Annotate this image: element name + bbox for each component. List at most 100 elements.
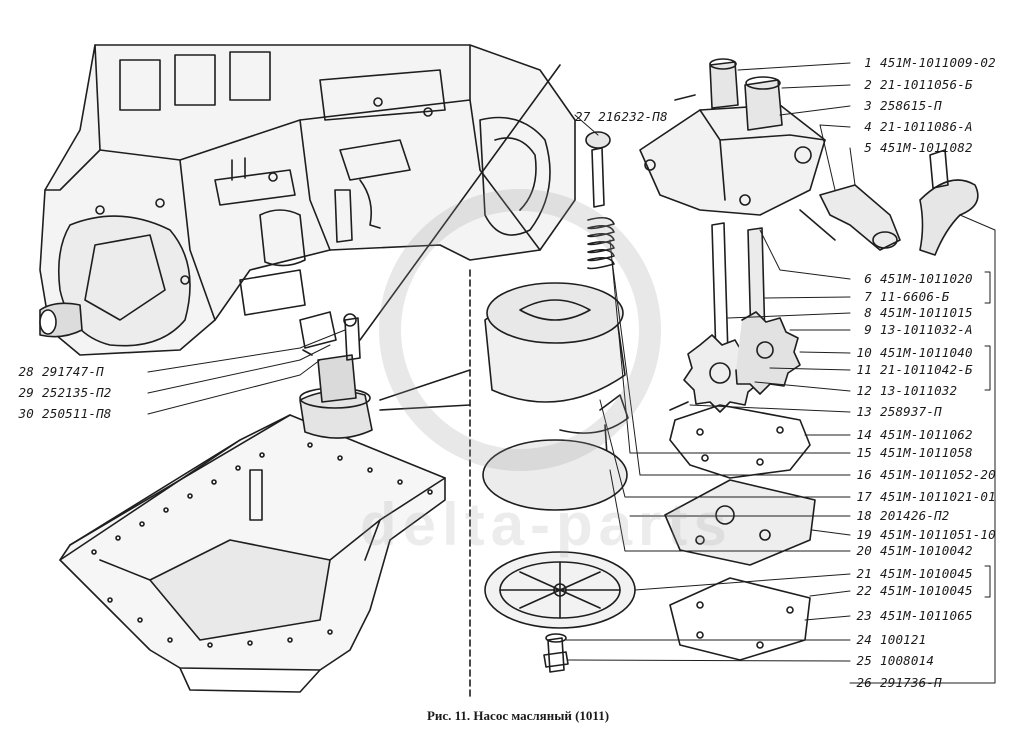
- callout-1-num: 1: [864, 55, 872, 70]
- callout-26-code: 291736-П: [880, 675, 942, 690]
- callout-16-num: 16: [856, 467, 872, 482]
- callout-20-num: 20: [856, 543, 872, 558]
- detail-pointer-lines: [379, 369, 471, 411]
- callout-2: 2 21-1011056-Б: [850, 78, 973, 92]
- watermark-text: delta-parts: [360, 491, 733, 558]
- callout-27-code: 216232-П8: [598, 109, 668, 124]
- callout-6-num: 6: [864, 271, 872, 286]
- callout-18: 18 201426-П2: [850, 509, 950, 523]
- callout-3-code: 258615-П: [880, 98, 942, 113]
- callout-11-code: 21-1011042-Б: [880, 362, 973, 377]
- callout-18-code: 201426-П2: [880, 508, 950, 523]
- callout-6: 6 451М-1011020: [850, 272, 973, 286]
- callout-leader-lines: [147, 62, 996, 684]
- callout-14: 14 451М-1011062: [850, 428, 973, 442]
- callout-20: 20 451М-1010042: [850, 544, 973, 558]
- callout-8-code: 451М-1011015: [880, 305, 973, 320]
- callout-21-code: 451М-1010045: [880, 566, 973, 581]
- callout-13-code: 258937-П: [880, 404, 942, 419]
- callout-24: 24 100121: [850, 632, 927, 647]
- callout-19: 19 451М-1011051-10: [850, 528, 996, 542]
- callout-23-code: 451М-1011065: [880, 608, 973, 623]
- callout-7-code: 11-6606-Б: [880, 289, 950, 304]
- callout-7: 7 11-6606-Б: [850, 290, 950, 304]
- callout-26: 26 291736-П: [850, 676, 942, 690]
- callout-7-num: 7: [864, 289, 872, 304]
- callout-17: 17 451М-1011021-01: [850, 490, 996, 504]
- callout-17-num: 17: [856, 489, 872, 504]
- callout-14-num: 14: [856, 427, 872, 442]
- callout-30-code: 250511-П8: [42, 406, 112, 421]
- callout-1-code: 451М-1011009-02: [880, 55, 996, 70]
- callout-2-code: 21-1011056-Б: [880, 77, 973, 92]
- pump-assembly-drawing: [482, 58, 979, 673]
- callout-25-code: 1008014: [880, 653, 935, 668]
- callout-25-num: 25: [856, 653, 872, 668]
- callout-1: 1 451М-1011009-02: [850, 56, 996, 70]
- callout-3-num: 3: [864, 98, 872, 113]
- callout-4: 4 21-1011086-А: [850, 120, 973, 134]
- callout-24-num: 24: [856, 632, 872, 647]
- engine-block-drawing: [39, 44, 576, 356]
- callout-28-num: 28: [18, 364, 34, 379]
- callout-18-num: 18: [856, 508, 872, 523]
- callout-23: 23 451М-1011065: [850, 609, 973, 623]
- callout-8-num: 8: [864, 305, 872, 320]
- callout-22-code: 451М-1010045: [880, 583, 973, 598]
- callout-15: 15 451М-1011058: [850, 446, 973, 460]
- callout-26-num: 26: [856, 675, 872, 690]
- callout-9-num: 9: [864, 322, 872, 337]
- callout-6-code: 451М-1011020: [880, 271, 973, 286]
- callout-14-code: 451М-1011062: [880, 427, 973, 442]
- callout-5-num: 5: [864, 140, 872, 155]
- callout-10: 10 451М-1011040: [850, 346, 973, 360]
- callout-21: 21 451М-1010045: [850, 567, 973, 581]
- callout-29: 29 252135-П2: [12, 386, 112, 400]
- callout-21-num: 21: [856, 566, 872, 581]
- callout-10-num: 10: [856, 345, 872, 360]
- callout-25: 25 1008014: [850, 654, 934, 668]
- callout-27-num: 27: [575, 109, 591, 124]
- callout-27: 27 216232-П8: [575, 110, 668, 124]
- callout-15-num: 15: [856, 445, 872, 460]
- callout-12: 12 13-1011032: [850, 383, 958, 398]
- callout-5: 5 451М-1011082: [850, 141, 973, 155]
- callout-10-code: 451М-1011040: [880, 345, 973, 360]
- callout-30: 30 250511-П8: [12, 407, 112, 421]
- callout-5-code: 451М-1011082: [880, 140, 973, 155]
- callout-29-code: 252135-П2: [42, 385, 112, 400]
- callout-9-code: 13-1011032-А: [880, 322, 973, 337]
- oil-pan-drawing: [59, 311, 446, 693]
- figure-caption: Рис. 11. Насос масляный (1011): [426, 708, 610, 723]
- callout-13-num: 13: [856, 404, 872, 419]
- callout-16: 16 451М-1011052-20: [850, 468, 996, 482]
- callout-12-code: 13-1011032: [880, 383, 958, 398]
- callout-23-num: 23: [856, 608, 872, 623]
- callout-13: 13 258937-П: [850, 405, 942, 419]
- callout-17-code: 451М-1011021-01: [880, 489, 996, 504]
- callout-9: 9 13-1011032-А: [850, 323, 973, 337]
- watermark-logo: [379, 189, 661, 471]
- callout-30-num: 30: [18, 406, 34, 421]
- callout-11-num: 11: [856, 362, 872, 377]
- callout-28-code: 291747-П: [42, 364, 104, 379]
- callout-29-num: 29: [18, 385, 34, 400]
- callout-2-num: 2: [864, 77, 872, 92]
- callout-28: 28 291747-П: [12, 365, 104, 379]
- callout-4-code: 21-1011086-А: [880, 119, 973, 134]
- callout-20-code: 451М-1010042: [880, 543, 973, 558]
- callout-24-code: 100121: [880, 632, 927, 647]
- callout-4-num: 4: [864, 119, 872, 134]
- callout-15-code: 451М-1011058: [880, 445, 973, 460]
- callout-19-num: 19: [856, 527, 872, 542]
- callout-16-code: 451М-1011052-20: [880, 467, 996, 482]
- callout-12-num: 12: [856, 383, 872, 398]
- callout-22: 22 451М-1010045: [850, 584, 973, 598]
- callout-22-num: 22: [856, 583, 872, 598]
- callout-3: 3 258615-П: [850, 99, 942, 113]
- leader-1-line: [359, 64, 561, 341]
- callout-11: 11 21-1011042-Б: [850, 363, 973, 377]
- callout-8: 8 451М-1011015: [850, 306, 973, 320]
- callout-19-code: 451М-1011051-10: [880, 527, 996, 542]
